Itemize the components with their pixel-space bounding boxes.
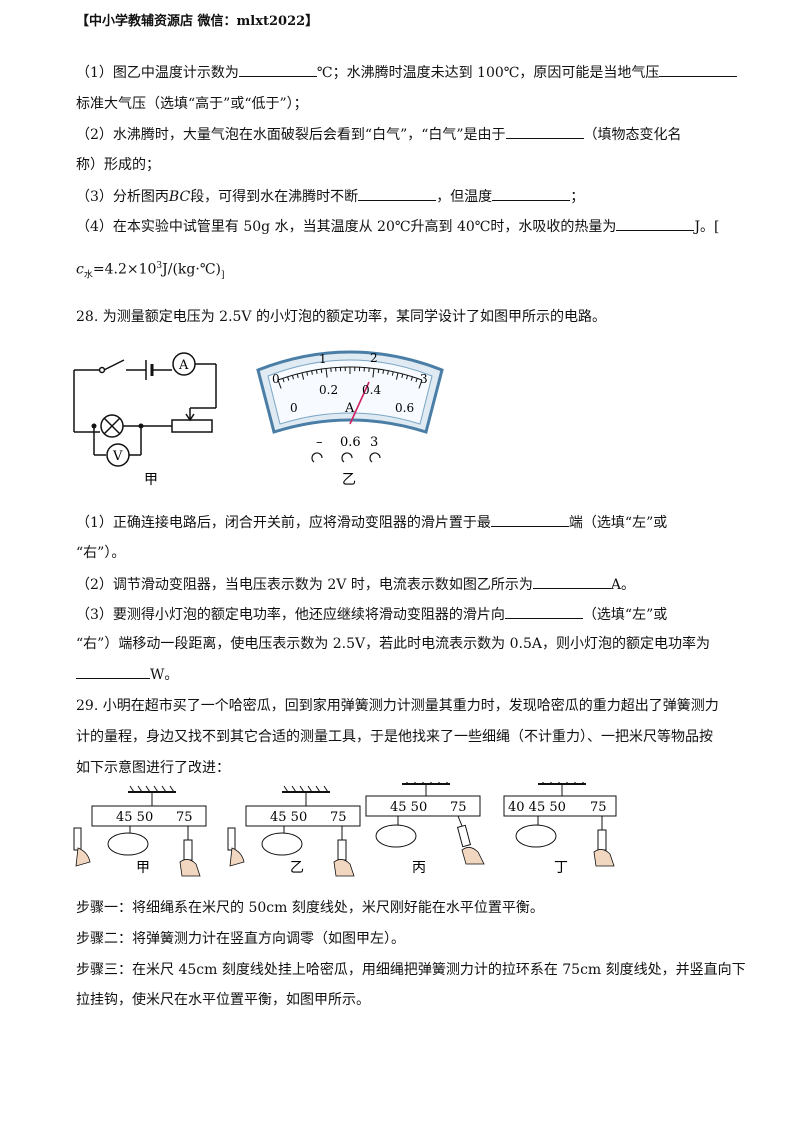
- dial-tick: [291, 375, 294, 380]
- dial-tick: [387, 370, 389, 375]
- figure-label-yi: 乙: [342, 472, 356, 488]
- answer-blank[interactable]: [505, 124, 584, 139]
- q27-part3: （3）分析图丙BC段，可得到水在沸腾时不断，但温度；: [76, 186, 584, 207]
- answer-blank[interactable]: [76, 664, 150, 679]
- dial-top-1: 1: [319, 352, 327, 366]
- svg-text:75: 75: [176, 810, 193, 825]
- answer-blank[interactable]: [358, 186, 437, 201]
- answer-blank[interactable]: [490, 512, 569, 527]
- dial-tick: [306, 371, 309, 376]
- terminal-negative: –: [316, 435, 323, 450]
- terminal-3: 3: [370, 435, 378, 450]
- answer-blank[interactable]: [238, 62, 317, 77]
- svg-text:45 50: 45 50: [270, 810, 307, 825]
- dial-tick: [401, 373, 404, 379]
- q28-part3-cont: “右”）端移动一段距离，使电压表示数为 2.5V，若此时电流表示数为 0.5A，…: [76, 636, 710, 652]
- step-two: 步骤二：将弹簧测力计在竖直方向调零（如图甲左）。: [76, 931, 405, 947]
- answer-blank[interactable]: [659, 62, 738, 77]
- dial-tick: [372, 368, 375, 378]
- svg-text:45 50: 45 50: [390, 800, 427, 815]
- dial-tick: [382, 369, 385, 374]
- q29-stem-line2: 计的量程，身边又找不到其它合适的测量工具，于是他找来了一些细绳（不计重力）、一把…: [76, 729, 713, 745]
- q27-part4: （4）在本实验中试管里有 50g 水，当其温度从 20℃升高到 40℃时，水吸收…: [76, 216, 720, 237]
- step-three-cont: 拉挂钩，使米尺在水平位置平衡，如图甲所示。: [76, 992, 370, 1008]
- figure-jia: 45 50 75 甲: [73, 785, 207, 877]
- figure-ding: 40 45 50 75 丁: [503, 782, 617, 876]
- answer-blank[interactable]: [532, 574, 611, 589]
- dial-top-0: 0: [272, 372, 280, 386]
- dial-tick: [287, 376, 290, 381]
- dial-tick: [395, 372, 399, 380]
- q28-stem: 28. 为测量额定电压为 2.5V 的小灯泡的额定功率，某同学设计了如图甲所示的…: [76, 309, 606, 325]
- svg-text:75: 75: [590, 800, 607, 815]
- dial-bottom-0: 0: [290, 401, 298, 415]
- dial-bottom-3: 0.6: [395, 401, 414, 415]
- q27-part1: （1）图乙中温度计示数为℃；水沸腾时温度未达到 100℃，原因可能是当地气压: [76, 62, 738, 83]
- q27-part2: （2）水沸腾时，大量气泡在水面破裂后会看到“白气”，“白气”是由于（填物态变化名: [76, 124, 682, 145]
- dial-unit: A: [344, 401, 355, 416]
- svg-text:45 50: 45 50: [116, 810, 153, 825]
- dial-tick: [410, 376, 413, 381]
- specific-heat-formula: c水=4.2×103J/(kg·℃)]: [76, 261, 225, 281]
- dial-tick: [315, 369, 318, 374]
- svg-text:甲: 甲: [136, 860, 150, 876]
- answer-blank[interactable]: [504, 604, 583, 619]
- dial-tick: [277, 379, 282, 389]
- lever-figures: 45 50 75 甲 45 50 75 乙 45 50 75 丙: [73, 782, 617, 877]
- ammeter-dial: 0 1 2 3 0 0.2 0.4 0.6 A – 0.6 3 乙: [256, 350, 444, 488]
- svg-text:40 45 50: 40 45 50: [508, 800, 566, 815]
- figure-yi: 45 50 75 乙: [227, 785, 361, 877]
- step-one: 步骤一：将细绳系在米尺的 50cm 刻度线处，米尺刚好能在水平位置平衡。: [76, 900, 544, 916]
- dial-tick: [415, 378, 418, 383]
- circuit-diagram: A V 甲: [73, 352, 217, 488]
- dial-tick: [320, 369, 323, 374]
- dial-bottom-2: 0.4: [362, 383, 381, 397]
- svg-text:丙: 丙: [412, 860, 426, 876]
- q29-stem-line3: 如下示意图进行了改进：: [76, 760, 230, 776]
- dial-tick: [325, 368, 328, 378]
- voltmeter-symbol: V: [112, 449, 123, 464]
- dial-tick: [282, 378, 285, 383]
- answer-blank[interactable]: [492, 186, 571, 201]
- page-header: 【中小学教辅资源店 微信：mlxt2022】: [76, 14, 319, 29]
- terminal-0.6: 0.6: [340, 435, 361, 450]
- svg-text:75: 75: [330, 810, 347, 825]
- dial-tick: [418, 379, 423, 389]
- q29-stem-line1: 29. 小明在超市买了一个哈密瓜，回到家用弹簧测力计测量其重力时，发现哈密瓜的重…: [76, 698, 719, 714]
- q27-part1-cont: 标准大气压（选填“高于”或“低于”）；: [76, 96, 308, 112]
- dial-tick: [296, 373, 299, 379]
- q28-part1-cont: “右”）。: [76, 545, 126, 561]
- svg-text:乙: 乙: [290, 860, 304, 876]
- dial-tick: [391, 371, 394, 376]
- ammeter-symbol: A: [178, 358, 189, 373]
- dial-tick: [406, 375, 409, 380]
- figure-label-jia: 甲: [144, 472, 158, 488]
- dial-top-2: 2: [370, 351, 378, 365]
- q28-part1: （1）正确连接电路后，闭合开关前，应将滑动变阻器的滑片置于最端（选填“左”或: [76, 512, 667, 533]
- dial-tick: [301, 372, 305, 380]
- answer-blank[interactable]: [616, 216, 695, 231]
- q27-part2-cont: 称）形成的；: [76, 157, 160, 173]
- step-three: 步骤三：在米尺 45cm 刻度线处挂上哈密瓜，用细绳把弹簧测力计的拉环系在 75…: [76, 962, 746, 978]
- q28-part3-end: W。: [76, 664, 178, 685]
- dial-tick: [311, 370, 313, 375]
- figure-bing: 45 50 75 丙: [365, 782, 485, 876]
- svg-text:丁: 丁: [554, 860, 568, 876]
- dial-bottom-1: 0.2: [319, 383, 338, 397]
- dial-tick: [377, 369, 380, 374]
- svg-text:75: 75: [450, 800, 467, 815]
- q28-part3: （3）要测得小灯泡的额定电功率，他还应继续将滑动变阻器的滑片向（选填“左”或: [76, 604, 667, 625]
- dial-top-3: 3: [420, 372, 428, 386]
